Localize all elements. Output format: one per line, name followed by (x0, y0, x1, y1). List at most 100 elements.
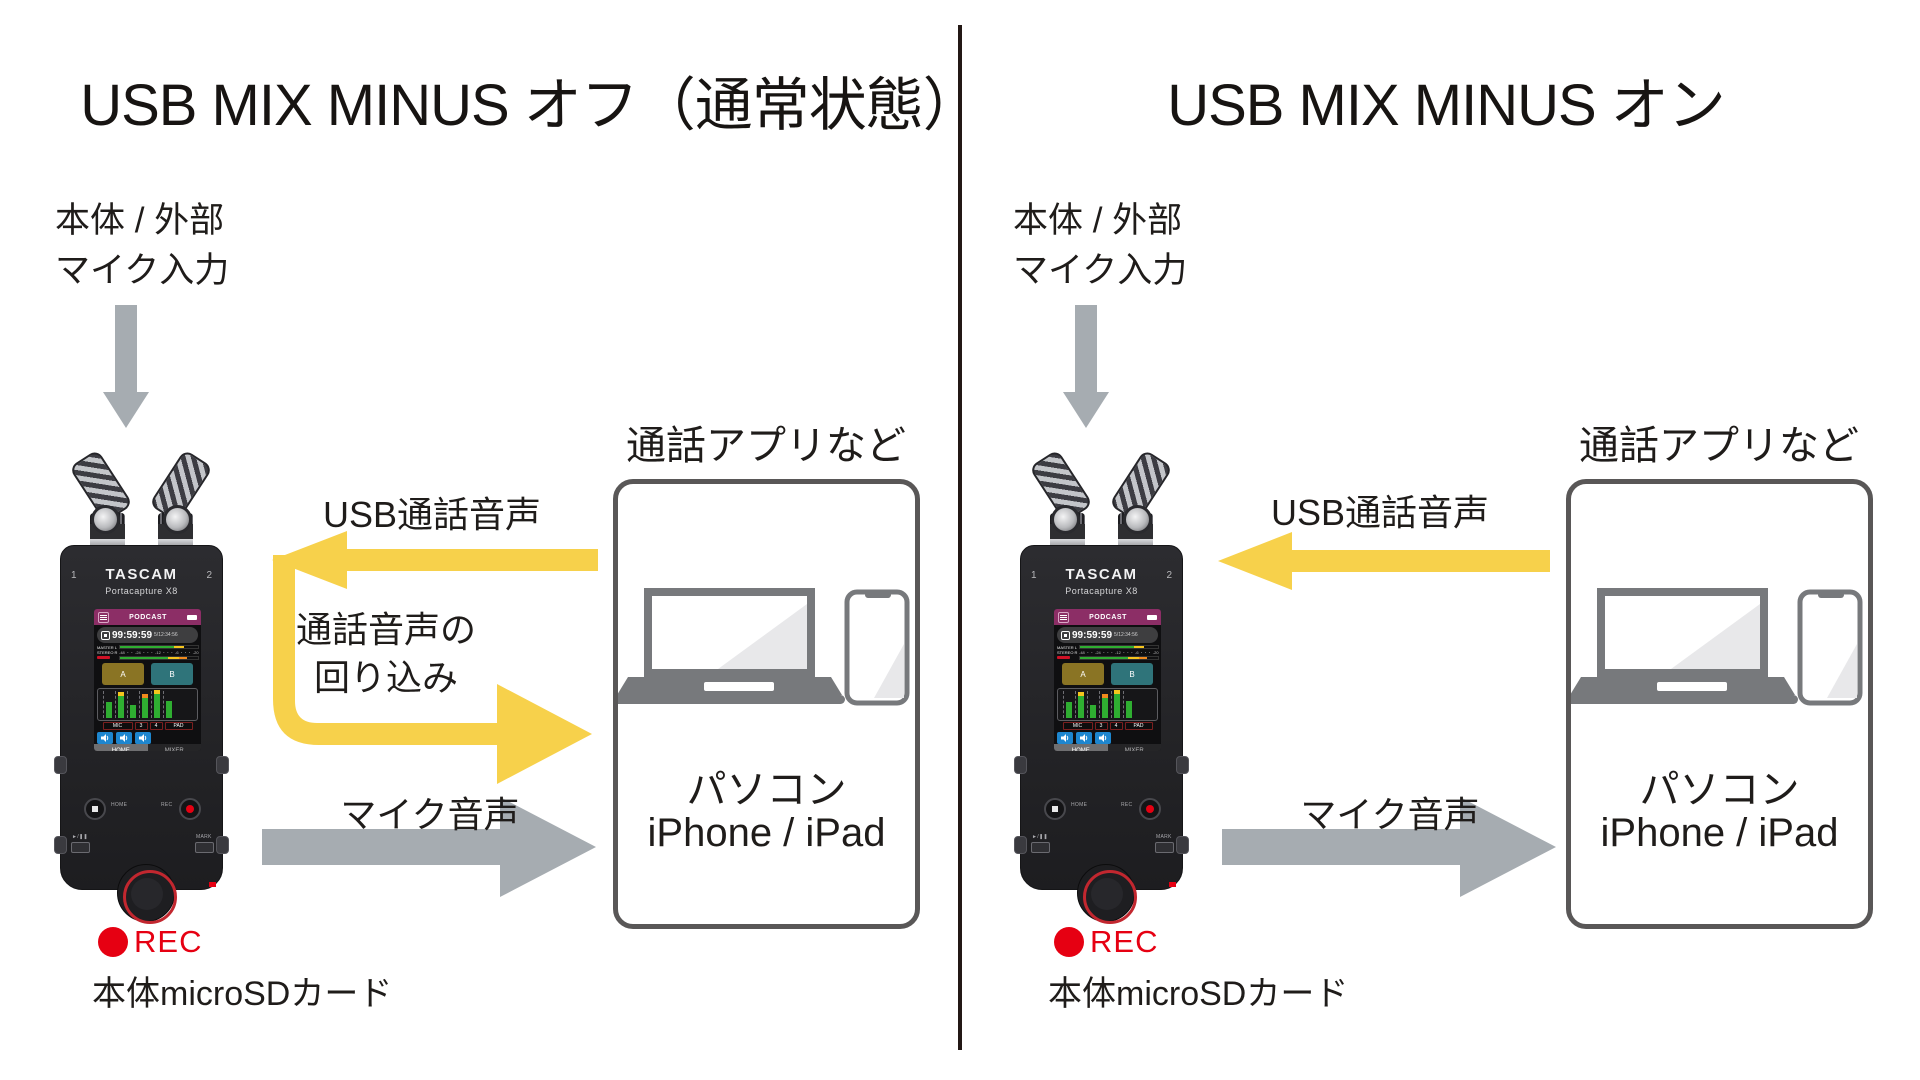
menu-icon[interactable] (98, 611, 109, 623)
channel-label-4: 4 (149, 722, 163, 730)
screen-tabs: HOME MIXER (1054, 744, 1161, 751)
laptop-and-phone-icon (1571, 588, 1863, 706)
mic-audio-arrow-icon (1222, 797, 1556, 897)
home-stop-button[interactable] (84, 798, 106, 820)
channel-label-3: 3 (134, 722, 148, 730)
side-knob-icon (54, 836, 67, 854)
portacapture-recorder: 1 2 TASCAM Portacapture X8 PODCAST 99:59… (1014, 449, 1189, 924)
jog-wheel[interactable] (1077, 864, 1137, 924)
mic-joint-right-icon (163, 505, 192, 534)
battery-icon (187, 614, 197, 620)
rec-dot-icon (1054, 927, 1084, 957)
model-name: Portacapture X8 (105, 586, 178, 596)
stop-icon (1061, 630, 1070, 640)
speaker-icon[interactable] (1095, 732, 1111, 744)
touch-screen[interactable]: PODCAST 99:59:59 5/12:34:56 MASTER L STE… (94, 609, 201, 751)
tab-home[interactable]: HOME (94, 744, 148, 751)
input-number-2: 2 (206, 570, 212, 581)
devices-label: iPhone / iPad (1600, 811, 1839, 855)
rec-button[interactable] (179, 798, 201, 820)
speaker-icon[interactable] (116, 732, 132, 744)
mic-joint-left-icon (1051, 505, 1080, 534)
right-panel-title: USB MIX MINUS オン (1167, 73, 1726, 138)
rec-dot-icon (98, 927, 128, 957)
mic-joint-right-icon (1123, 505, 1152, 534)
speaker-icon[interactable] (135, 732, 151, 744)
mic-audio-label: マイク音声 (1300, 794, 1480, 835)
speaker-icon[interactable] (97, 732, 113, 744)
pad-b-button[interactable]: B (151, 663, 193, 685)
call-app-caption: 通話アプリなど (626, 424, 906, 468)
screen-header: PODCAST (1054, 609, 1161, 625)
side-knob-icon (54, 756, 67, 774)
monitor-buttons (97, 732, 198, 744)
mark-button-label: MARK (196, 834, 212, 840)
usb-call-label: USB通話音声 (322, 494, 542, 535)
mic-joint-left-icon (91, 505, 120, 534)
input-number-1: 1 (1031, 570, 1037, 581)
speaker-icon[interactable] (1076, 732, 1092, 744)
mic-input-down-arrow-icon (1063, 305, 1109, 428)
play-pause-button[interactable] (1031, 842, 1050, 853)
format-chip (97, 656, 110, 659)
pad-a-button[interactable]: A (102, 663, 144, 685)
touch-screen[interactable]: PODCAST 99:59:59 5/12:34:56 MASTER L STE… (1054, 609, 1161, 751)
tab-home[interactable]: HOME (1054, 744, 1108, 751)
channel-label-mic: MIC (102, 722, 133, 730)
mixer-faders[interactable] (1057, 688, 1158, 721)
rec-indicator: REC (1054, 924, 1158, 960)
jog-wheel[interactable] (117, 864, 177, 924)
meter-bar-right (119, 656, 199, 660)
battery-icon (1147, 614, 1157, 620)
mic-input-down-arrow-icon (103, 305, 149, 428)
side-knob-icon (216, 836, 229, 854)
pad-a-button[interactable]: A (1062, 663, 1104, 685)
play-pause-button[interactable] (71, 842, 90, 853)
mixer-faders[interactable] (97, 688, 198, 721)
side-knob-icon (1014, 836, 1027, 854)
time-main: 99:59:59 (1072, 629, 1113, 641)
computer-label: パソコン (686, 768, 847, 812)
side-knob-icon (216, 756, 229, 774)
mic-input-line2: マイク入力 (55, 251, 230, 290)
mic-audio-arrow-icon (262, 797, 596, 897)
mic-audio-label: マイク音声 (340, 794, 520, 835)
rec-button-label: REC (1121, 802, 1133, 808)
meter-bar-left (119, 645, 199, 649)
devices-label: iPhone / iPad (647, 811, 886, 855)
usb-call-arrow-icon (272, 531, 598, 589)
home-button-label: HOME (1071, 802, 1088, 808)
call-app-caption: 通話アプリなど (1579, 424, 1859, 468)
meter-scale: -48 ・・ -24 ・・・ -12 ・・・ -6 ・・・ -20 (1079, 650, 1159, 655)
center-divider (958, 25, 962, 1050)
rec-indicator: REC (98, 924, 202, 960)
menu-icon[interactable] (1058, 611, 1069, 623)
call-app-box: パソコン iPhone / iPad (1566, 479, 1873, 929)
input-number-2: 2 (1166, 570, 1172, 581)
monitor-buttons (1057, 732, 1158, 744)
time-sub: 5/12:34:56 (154, 632, 178, 638)
screen-header: PODCAST (94, 609, 201, 625)
time-counter: 99:59:59 5/12:34:56 (97, 627, 198, 643)
pad-b-button[interactable]: B (1111, 663, 1153, 685)
format-chip (1057, 656, 1070, 659)
left-panel-title: USB MIX MINUS オフ（通常状態） (80, 73, 981, 138)
rec-button-label: REC (161, 802, 173, 808)
recorder-body: 1 2 TASCAM Portacapture X8 PODCAST 99:59… (1014, 545, 1189, 924)
meter-scale: -48 ・・ -24 ・・・ -12 ・・・ -6 ・・・ -20 (119, 650, 199, 655)
rec-button[interactable] (1139, 798, 1161, 820)
input-number-1: 1 (71, 570, 77, 581)
mark-button[interactable] (195, 842, 214, 853)
stereo-label: STEREO R (1057, 650, 1078, 655)
screen-app-title: PODCAST (129, 613, 167, 621)
speaker-icon[interactable] (1057, 732, 1073, 744)
home-stop-button[interactable] (1044, 798, 1066, 820)
meter-bar-right (1079, 656, 1159, 660)
loopback-line2: 回り込み (313, 657, 458, 698)
tab-mixer[interactable]: MIXER (147, 744, 201, 751)
tab-mixer[interactable]: MIXER (1107, 744, 1161, 751)
master-label: MASTER L (97, 645, 118, 650)
mark-button[interactable] (1155, 842, 1174, 853)
channel-label-4: 4 (1109, 722, 1123, 730)
